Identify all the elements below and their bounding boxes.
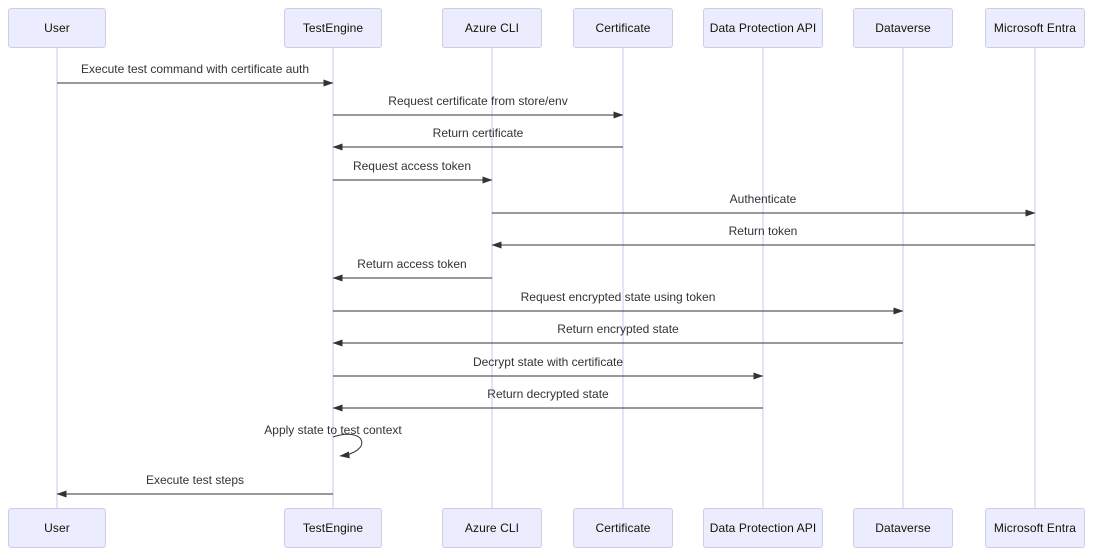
actor-dataverse-bottom: Dataverse — [853, 508, 953, 548]
message-label-7: Return access token — [357, 257, 467, 271]
actor-user-top: User — [8, 8, 106, 48]
actor-user-bottom: User — [8, 508, 106, 548]
actor-azure-cli-bottom: Azure CLI — [442, 508, 542, 548]
message-self-loop-12 — [332, 433, 363, 459]
actor-testengine-bottom: TestEngine — [284, 508, 382, 548]
message-label-10: Decrypt state with certificate — [472, 355, 624, 369]
message-label-12: Apply state to test context — [264, 423, 402, 437]
actor-certificate-bottom: Certificate — [573, 508, 673, 548]
actor-microsoft-entra-top: Microsoft Entra — [985, 8, 1085, 48]
message-label-8: Request encrypted state using token — [520, 290, 716, 304]
message-label-9: Return encrypted state — [557, 322, 679, 336]
message-label-13: Execute test steps — [145, 473, 245, 487]
message-label-3: Return certificate — [432, 126, 524, 140]
actor-testengine-top: TestEngine — [284, 8, 382, 48]
actor-dataverse-top: Dataverse — [853, 8, 953, 48]
message-label-1: Execute test command with certificate au… — [80, 62, 310, 76]
actor-microsoft-entra-bottom: Microsoft Entra — [985, 508, 1085, 548]
actor-certificate-top: Certificate — [573, 8, 673, 48]
actor-data-protection-api-top: Data Protection API — [703, 8, 823, 48]
message-label-11: Return decrypted state — [487, 387, 609, 401]
message-label-2: Request certificate from store/env — [388, 94, 568, 108]
message-label-5: Authenticate — [729, 192, 797, 206]
message-label-6: Return token — [728, 224, 798, 238]
message-label-4: Request access token — [352, 159, 472, 173]
actor-data-protection-api-bottom: Data Protection API — [703, 508, 823, 548]
actor-azure-cli-top: Azure CLI — [442, 8, 542, 48]
